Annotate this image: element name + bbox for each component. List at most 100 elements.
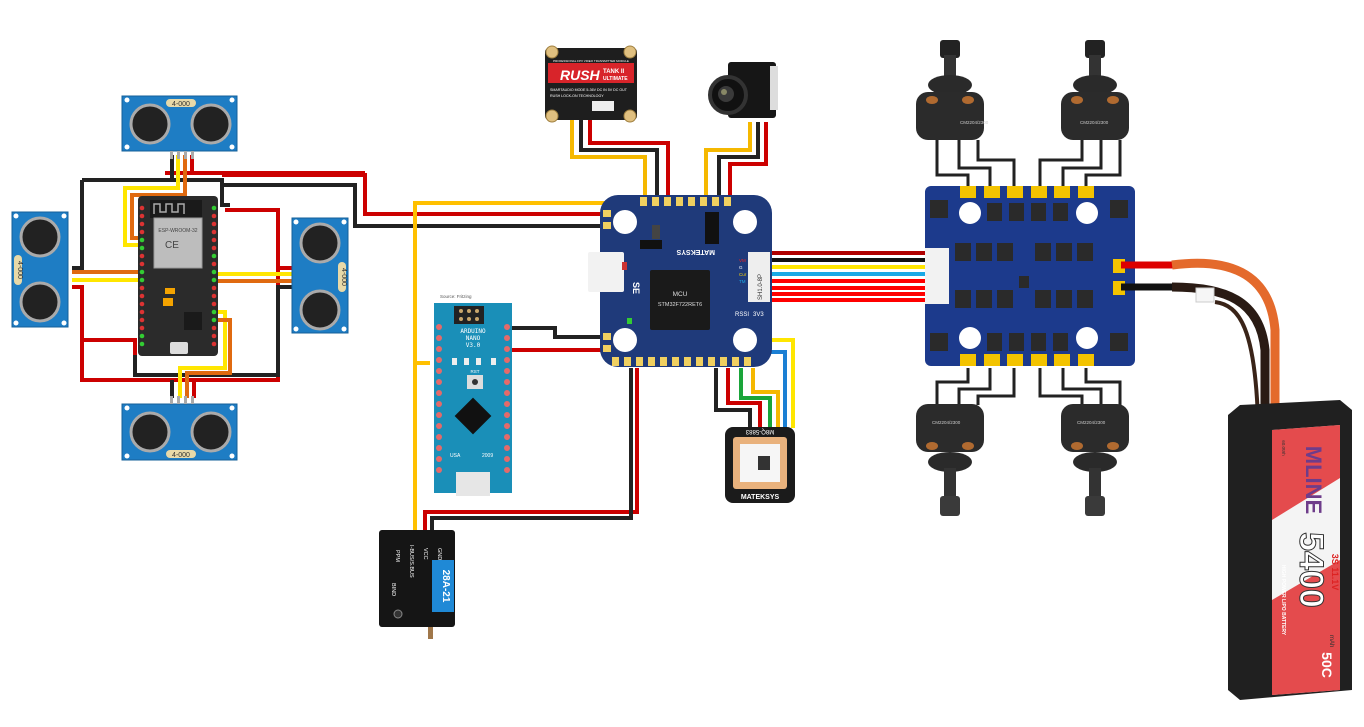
esp32-board: ESP-WROOM-32 CE (138, 196, 218, 356)
receiver-model: 28A-21 (440, 570, 451, 603)
motor-bottom-right: CM2204/2300 (1061, 404, 1129, 516)
fc-side-label: SE (631, 282, 641, 294)
wire-black-esp-frame (82, 178, 230, 207)
esp32-ce-mark: CE (165, 240, 179, 251)
receiver-pin-vcc: VCC (422, 548, 428, 560)
motor-wires (935, 140, 1122, 405)
wire-yellow-gps (770, 338, 795, 428)
nano-reset-label: RST (471, 369, 480, 374)
sensor-left-label: 4-000 (16, 261, 23, 279)
vtx-model: TANK II (603, 69, 625, 75)
battery-capacity-unit: mAh (1328, 635, 1334, 647)
wire-amber-gps (751, 368, 780, 428)
wire-red-cam (728, 122, 768, 200)
fc-connector-label: SH1.0-8P (758, 274, 764, 300)
gps-module: M8Q-5883 MATEKSYS (725, 427, 795, 503)
wire-amber-vtx (570, 120, 647, 200)
wire-black-gps (714, 368, 752, 428)
motor-top-right-label: CM2204/2300 (1080, 120, 1109, 125)
wire-black-rx-fc (430, 368, 633, 532)
motor-bottom-left-label: CM2204/2300 (932, 420, 961, 425)
ultrasonic-sensor-bottom: 4-000 (121, 396, 238, 461)
esp32-usb-port (170, 342, 188, 354)
fc-rssi-label: RSSI (735, 312, 749, 318)
receiver-pin-ibus: I-BUS/S.BUS (408, 545, 414, 578)
gps-brand: MATEKSYS (741, 494, 780, 501)
vtx-subtitle: ULTIMATE (603, 76, 628, 82)
battery-description: HIGH POWER LIPO BATTERY (1280, 565, 1286, 636)
wire-black-left-frame (72, 180, 84, 270)
gps-model: M8Q-5883 (745, 428, 774, 434)
fc-esc-connector (748, 252, 770, 302)
fc-mcu-chip (650, 270, 710, 330)
battery-leads (1121, 258, 1280, 421)
wire-black-nano-fc (508, 326, 605, 339)
motor-bottom-left: CM2204/2300 (916, 404, 984, 516)
nano-year: 2009 (482, 453, 493, 459)
vtx-line2: RUSH LOCK-ON TECHNOLOGY (550, 94, 604, 98)
vtx-header: PROFESSIONAL FPV VIDEO TRANSMITTER MODUL… (553, 59, 629, 63)
wires (72, 120, 1122, 532)
receiver-pin-ppm: PPM (394, 550, 400, 562)
lipo-battery: MLINE 5400 mAh 3S 11.1V 50C HIGH POWER L… (1228, 400, 1352, 700)
battery-brand: MLINE (1301, 446, 1326, 514)
fc-pin-g: G (739, 265, 743, 270)
motor-top-left: CM2204/2300 (916, 40, 989, 140)
fc-3v3-label: 3V3 (753, 312, 764, 318)
wire-red-gps (726, 368, 762, 428)
battery-c-rating: 50C (1319, 652, 1335, 678)
wire-yellow-top (123, 155, 180, 247)
wire-black-esp-fc (222, 183, 605, 228)
sensor-right-label: 4-000 (340, 268, 347, 286)
nano-country: USA (450, 453, 461, 459)
ultrasonic-sensor-right: 4-000 (291, 217, 349, 334)
nano-mcu (454, 397, 492, 435)
fpv-camera (708, 62, 778, 118)
fc-bottom-pads (612, 357, 751, 366)
esp32-pins-right (211, 205, 217, 347)
fc-usb-port (588, 252, 624, 292)
wire-amber-cam (704, 122, 752, 200)
esc-board (925, 186, 1135, 366)
wire-orange-bottom (185, 318, 232, 398)
rc-receiver: 28A-21 GND VCC I-BUS/S.BUS PPM BIND (379, 530, 455, 639)
esc-mosfets (930, 200, 1128, 351)
esc-motor-pads (960, 186, 1094, 366)
wire-orange-top (130, 155, 187, 240)
wire-red-vtx (588, 120, 670, 200)
vtx-line1: SMARTAUDIO MODE 5-36V DC IN 5V DC OUT (550, 88, 628, 92)
fc-brand: MATEKSYS (676, 248, 715, 255)
motor-bottom-right-label: CM2204/2300 (1077, 420, 1106, 425)
wire-red-rx-fc (423, 368, 639, 532)
battery-capacity: 5400 (1292, 532, 1330, 608)
esp32-module-text: ESP-WROOM-32 (158, 228, 197, 234)
wire-blue-gps (770, 350, 787, 428)
nano-pins-left (436, 324, 442, 473)
nano-version: V3.0 (466, 342, 481, 349)
fc-pin-cur: Cur (739, 272, 747, 277)
wire-black-right-gnd (133, 285, 292, 377)
wire-black-cam (717, 122, 760, 200)
video-transmitter: RUSH TANK II ULTIMATE PROFESSIONAL FPV V… (545, 45, 637, 123)
sensor-top-label: 4-000 (172, 101, 190, 108)
motor-top-left-label: CM2204/2300 (960, 120, 989, 125)
wire-black-vtx (579, 120, 659, 200)
motor-top-right: CM2204/2300 (1061, 40, 1129, 140)
wire-yellow-bottom (178, 310, 227, 398)
esc-signal-connector (925, 248, 949, 304)
vtx-brand: RUSH (560, 67, 601, 83)
nano-usb-port (456, 472, 490, 496)
wire-red-right-vcc (276, 210, 292, 270)
receiver-pin-bind: BIND (390, 583, 396, 596)
wire-red-esp-bottom (82, 338, 137, 355)
nano-model: NANO (466, 335, 481, 342)
fc-mcu-chip-label: STM32F722RET6 (658, 302, 702, 308)
arduino-nano: Source: Fritzing ARDUINO NANO V3.0 RST U… (434, 294, 512, 496)
nano-caption: Source: Fritzing (440, 294, 472, 299)
wire-green-gps (739, 368, 772, 428)
receiver-pin-gnd: GND (436, 548, 442, 560)
balance-connector (1195, 287, 1215, 303)
fc-mcu-label: MCU (673, 291, 688, 298)
